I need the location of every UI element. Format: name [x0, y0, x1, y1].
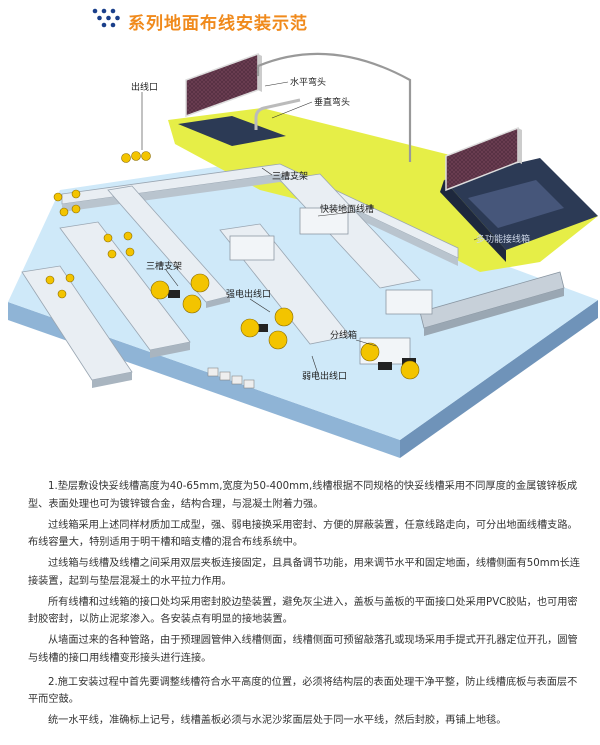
installation-diagram: 出线口 水平弯头 垂直弯头 三槽支架 快装地面线槽 三槽支架 强电出线口 分线箱… — [8, 52, 598, 458]
label-multi-box: 多功能接线箱 — [476, 233, 530, 245]
label-tri-bracket-1: 三槽支架 — [272, 170, 308, 182]
paragraph: 1.垫层敷设快妥线槽高度为40-65mm,宽度为50-400mm,线槽根据不同规… — [28, 481, 578, 510]
label-fast-trunking: 快装地面线槽 — [320, 203, 374, 215]
dots-logo-icon — [92, 8, 120, 28]
label-vertical-elbow: 垂直弯头 — [314, 96, 350, 108]
label-strong-outlet: 强电出线口 — [226, 288, 271, 300]
description: 1.垫层敷设快妥线槽高度为40-65mm,宽度为50-400mm,线槽根据不同规… — [28, 478, 584, 733]
junction-box-1 — [229, 235, 275, 261]
page-title: 系列地面布线安装示范 — [128, 14, 308, 34]
left-partition — [185, 52, 259, 118]
label-tri-bracket-2: 三槽支架 — [146, 260, 182, 272]
trunking-run-5 — [279, 173, 421, 289]
paragraph: 过线箱采用上述同样材质加工成型，强、弱电接换采用密封、方便的屏蔽装置，任意线路走… — [28, 519, 578, 549]
label-outlet: 出线口 — [131, 81, 158, 93]
paragraph: 过线箱与线槽及线槽之间采用双层夹板连接固定，且具备调节功能，用来调节水平和固定地… — [28, 558, 580, 587]
paragraph: 2.施工安装过程中首先要调整线槽符合水平高度的位置，必须将结构层的表面处理干净平… — [28, 676, 578, 706]
label-horizontal-elbow: 水平弯头 — [290, 76, 326, 88]
header: 系列地面布线安装示范 — [0, 0, 600, 40]
junction-box-2 — [299, 207, 349, 235]
label-junction-box: 分线箱 — [330, 329, 357, 341]
paragraph: 统一水平线，准确标上记号，线槽盖板必须与水泥沙浆面层处于同一水平线，然后封胶，再… — [48, 715, 507, 727]
vertical-conduit — [256, 52, 412, 100]
label-weak-outlet: 弱电出线口 — [302, 370, 347, 382]
outlet-markers — [45, 151, 420, 380]
paragraph: 所有线槽和过线箱的接口处均采用密封胶边垫装置，避免灰尘进入，盖板与盖板的平面接口… — [28, 596, 578, 626]
slab-side-right — [400, 300, 598, 458]
left-dark-block — [178, 116, 286, 146]
junction-box-4 — [385, 289, 433, 315]
paragraph: 从墙面过来的各种管路，由于预理圆管伸入线槽侧面，线槽侧面可预留敲落孔或现场采用手… — [28, 635, 578, 664]
